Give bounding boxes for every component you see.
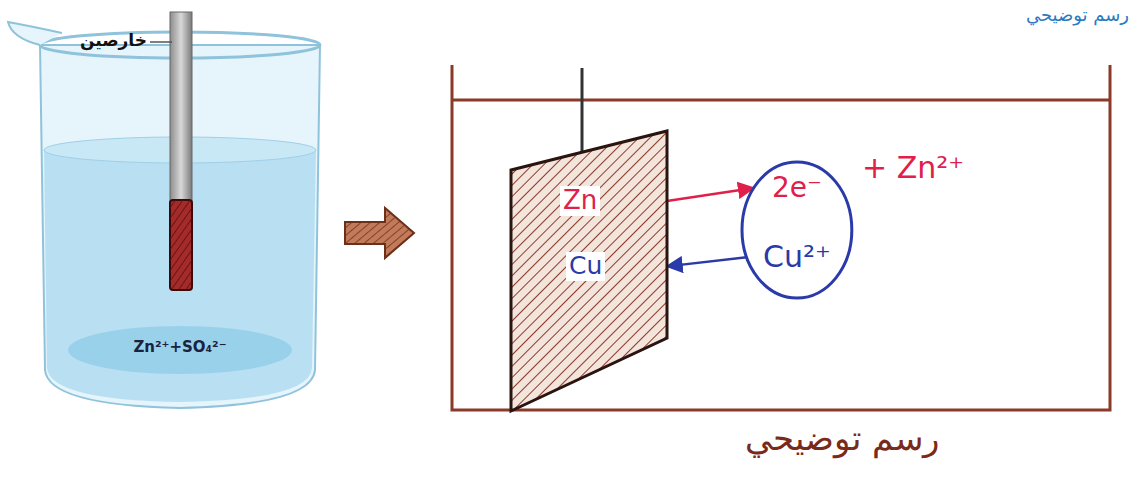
copper-deposit — [170, 200, 192, 290]
reaction-arrow — [667, 188, 754, 201]
part-label: خارصين — [80, 30, 147, 50]
zinc-strip — [170, 12, 192, 207]
ion-product: + Zn²⁺ — [862, 150, 964, 186]
title-label: رسم توضيحي — [1026, 4, 1129, 26]
transition-arrow — [345, 208, 414, 258]
copper-deposit-texture — [170, 200, 192, 290]
electron-label: 2e⁻ — [769, 172, 825, 204]
beaker-spout — [8, 22, 62, 45]
plate-hatching — [511, 131, 667, 411]
leader-line — [150, 41, 172, 43]
ellipse-border — [742, 162, 852, 298]
ion-ellipse: 2e⁻ Cu²⁺ — [740, 160, 854, 300]
wire — [581, 68, 584, 155]
container — [452, 65, 1110, 410]
solution-formula: Zn²⁺+SO₄²⁻ — [133, 338, 226, 356]
ion-label: Cu²⁺ — [760, 240, 834, 275]
metal-symbol: Cu — [566, 252, 605, 281]
metal-plate: ZnCu — [510, 130, 668, 412]
arrow-texture — [345, 208, 414, 258]
caption-handwritten: رسم توضيحي — [745, 418, 939, 459]
arrow-body — [345, 208, 414, 258]
plate-fill — [511, 131, 667, 411]
metal-symbol: Zn — [560, 186, 600, 216]
solution-level — [452, 99, 1110, 102]
beaker — [8, 12, 320, 408]
reaction-arrow — [667, 257, 747, 266]
beaker-bottom — [68, 326, 292, 374]
